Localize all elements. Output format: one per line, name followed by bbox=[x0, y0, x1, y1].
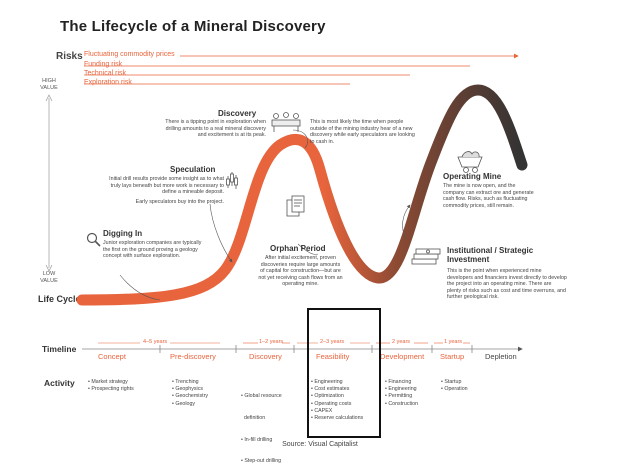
list-item: • Startup bbox=[441, 379, 462, 385]
orphan-text: After initial excitement, proven discove… bbox=[258, 255, 343, 288]
list-item: • Construction bbox=[385, 400, 419, 407]
stage-development: Development bbox=[380, 352, 425, 361]
risk-funding: Funding risk bbox=[84, 61, 123, 68]
duration-discovery: 1–2 years bbox=[259, 339, 284, 345]
risk-exploration: Exploration risk bbox=[84, 79, 132, 86]
discovery-heading: Discovery bbox=[218, 109, 257, 118]
timeline-label: Timeline bbox=[42, 344, 77, 354]
feasibility-highlight-box bbox=[307, 308, 381, 438]
duration-feasibility: 2–3 years bbox=[320, 339, 345, 345]
arrow-speculation bbox=[209, 203, 233, 263]
speculation-text: Initial drill results provide some insig… bbox=[109, 176, 224, 196]
speculation-text-2: Early speculators buy into the project. bbox=[135, 199, 224, 205]
institutional-heading: Institutional / Strategic Investment bbox=[447, 246, 534, 264]
high-value-label: HIGH VALUE bbox=[40, 78, 58, 91]
list-item: • Geophysics bbox=[172, 386, 204, 393]
activity-feasibility: • Engineering • Cost estimates • Optimiz… bbox=[311, 379, 363, 422]
list-item: • Operating costs bbox=[311, 400, 352, 407]
arrow-orphan bbox=[297, 243, 319, 255]
operating-text: The mine is now open, and the company ca… bbox=[443, 183, 534, 209]
list-item: • Engineering bbox=[385, 386, 417, 393]
activity-pre-discovery: • Trenching • Geophysics • Geochemistry … bbox=[172, 379, 208, 408]
digging-in-text: Junior exploration companies are typical… bbox=[103, 240, 202, 260]
money-stack-icon bbox=[411, 248, 441, 265]
list-item: • Trenching bbox=[172, 379, 199, 385]
operating-heading: Operating Mine bbox=[443, 172, 502, 181]
list-item: • Geology bbox=[172, 400, 196, 407]
documents-icon bbox=[286, 195, 305, 217]
list-item: • Global resource bbox=[241, 393, 282, 400]
arrow-digging-in bbox=[119, 274, 161, 301]
institutional-text: This is the point when experienced mine … bbox=[447, 268, 567, 301]
stage-feasibility: Feasibility bbox=[316, 352, 350, 361]
orphan-heading: Orphan Period bbox=[270, 244, 326, 253]
list-item: • Operation bbox=[441, 386, 468, 393]
stage-startup: Startup bbox=[440, 352, 465, 361]
value-axis-arrow-up bbox=[45, 94, 53, 102]
risk-commodity-prices: Fluctuating commodity prices bbox=[84, 51, 175, 58]
value-axis-arrow-down bbox=[45, 264, 53, 272]
risk-technical: Technical risk bbox=[84, 70, 127, 77]
stage-discovery: Discovery bbox=[249, 352, 282, 361]
magnifier-icon bbox=[86, 232, 101, 247]
duration-startup: 1 years bbox=[444, 339, 463, 345]
risks-label: Risks bbox=[56, 51, 83, 62]
list-item: • Financing bbox=[385, 379, 412, 385]
source-caption: Source: Visual Capitalist bbox=[282, 441, 358, 448]
lifecycle-curve bbox=[76, 84, 528, 306]
list-item: definition bbox=[241, 415, 266, 422]
list-item: • CAPEX bbox=[311, 407, 333, 414]
lifecycle-diagram bbox=[45, 53, 528, 353]
activity-development: • Financing • Engineering • Permitting •… bbox=[385, 379, 418, 408]
list-item: • Geochemistry bbox=[172, 393, 208, 400]
stage-depletion: Depletion bbox=[485, 352, 517, 361]
list-item: • Prospecting rights bbox=[88, 386, 134, 393]
list-item: • Market strategy bbox=[88, 379, 128, 385]
activity-discovery: • Global resource definition • In-fill d… bbox=[241, 379, 282, 473]
arrow-discovery bbox=[292, 129, 309, 149]
timeline-ticks bbox=[159, 345, 473, 353]
lifecycle-label: Life Cycle bbox=[38, 294, 81, 304]
meeting-icon bbox=[271, 112, 301, 132]
activity-startup: • Startup • Operation bbox=[441, 379, 468, 393]
speculation-heading: Speculation bbox=[170, 165, 216, 174]
list-item: • In-fill drilling bbox=[241, 436, 273, 443]
digging-in-heading: Digging In bbox=[103, 229, 143, 238]
list-item: • Step-out drilling bbox=[241, 458, 282, 465]
list-item: • Engineering bbox=[311, 379, 343, 385]
stage-pre-discovery: Pre-discovery bbox=[170, 352, 216, 361]
list-item: • Reserve calculations bbox=[311, 415, 364, 422]
activity-label: Activity bbox=[44, 378, 75, 388]
candlestick-chart-icon bbox=[226, 172, 238, 189]
list-item: • Cost estimates bbox=[311, 386, 350, 393]
mine-cart-icon bbox=[457, 151, 483, 173]
duration-development: 2 years bbox=[392, 339, 411, 345]
list-item: • Permitting bbox=[385, 393, 413, 400]
discovery-text: There is a tipping point in exploration … bbox=[165, 119, 266, 139]
stage-concept: Concept bbox=[98, 352, 126, 361]
arrow-institutional bbox=[402, 204, 411, 239]
low-value-label: LOW VALUE bbox=[40, 271, 58, 284]
duration-concept: 4–5 years bbox=[143, 339, 168, 345]
activity-concept: • Market strategy • Prospecting rights bbox=[88, 379, 134, 393]
discovery-text-2: This is most likely the time when people… bbox=[310, 119, 415, 145]
list-item: • Optimization bbox=[311, 393, 344, 400]
page-title: The Lifecycle of a Mineral Discovery bbox=[60, 18, 326, 35]
